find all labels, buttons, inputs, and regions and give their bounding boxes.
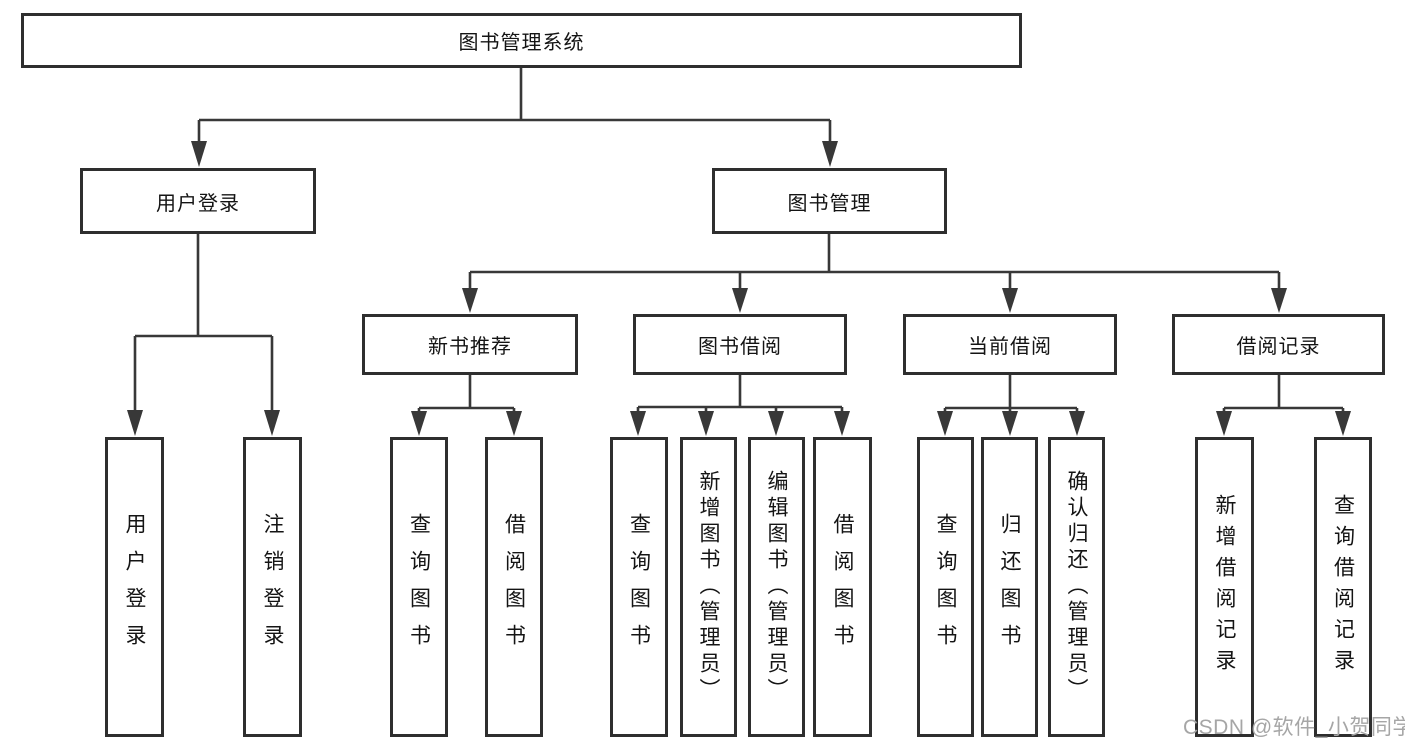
leaf-user-login-label: 用户登录	[123, 513, 146, 661]
node-current-borrow-label: 当前借阅	[968, 336, 1052, 358]
node-borrow-records: 借阅记录	[1172, 314, 1385, 375]
leaf-edit-books-admin: 编辑图书（管理员）	[748, 437, 805, 737]
node-book-borrow: 图书借阅	[633, 314, 847, 375]
leaf-confirm-return-admin: 确认归还（管理员）	[1048, 437, 1105, 737]
csdn-watermark: CSDN @软件_小贺同学	[1183, 716, 1405, 739]
leaf-borrow-books-2: 借阅图书	[813, 437, 872, 737]
leaf-user-login: 用户登录	[105, 437, 164, 737]
leaf-query-books-1: 查询图书	[390, 437, 448, 737]
node-user-login-label: 用户登录	[156, 192, 240, 215]
leaf-query-books-3-label: 查询图书	[934, 513, 957, 661]
leaf-borrow-books-1-label: 借阅图书	[502, 513, 526, 661]
leaf-borrow-books-2-label: 借阅图书	[831, 513, 854, 661]
leaf-confirm-return-admin-label: 确认归还（管理员）	[1065, 470, 1088, 704]
leaf-query-books-3: 查询图书	[917, 437, 974, 737]
leaf-query-books-1-label: 查询图书	[407, 513, 431, 661]
node-root-label: 图书管理系统	[458, 32, 585, 54]
leaf-add-borrow-record-label: 新增借阅记录	[1213, 494, 1236, 680]
leaf-return-books-label: 归还图书	[998, 513, 1021, 661]
leaf-query-books-2: 查询图书	[610, 437, 668, 737]
leaf-logout-label: 注销登录	[261, 513, 284, 661]
node-book-management: 图书管理	[712, 168, 947, 234]
node-user-login: 用户登录	[80, 168, 316, 234]
leaf-query-books-2-label: 查询图书	[627, 513, 651, 661]
node-new-book-recommend: 新书推荐	[362, 314, 578, 375]
node-current-borrow: 当前借阅	[903, 314, 1117, 375]
leaf-query-borrow-record-label: 查询借阅记录	[1331, 494, 1355, 680]
leaf-return-books: 归还图书	[981, 437, 1038, 737]
leaf-add-books-admin-label: 新增图书（管理员）	[697, 470, 720, 704]
node-borrow-records-label: 借阅记录	[1236, 336, 1321, 358]
leaf-borrow-books-1: 借阅图书	[485, 437, 543, 737]
leaf-query-borrow-record: 查询借阅记录	[1314, 437, 1372, 737]
node-book-borrow-label: 图书借阅	[698, 336, 782, 358]
node-root-system: 图书管理系统	[21, 13, 1022, 68]
leaf-add-books-admin: 新增图书（管理员）	[680, 437, 737, 737]
node-new-book-recommend-label: 新书推荐	[428, 336, 512, 358]
leaf-logout: 注销登录	[243, 437, 302, 737]
leaf-add-borrow-record: 新增借阅记录	[1195, 437, 1254, 737]
leaf-edit-books-admin-label: 编辑图书（管理员）	[765, 470, 788, 704]
node-book-management-label: 图书管理	[787, 192, 872, 215]
